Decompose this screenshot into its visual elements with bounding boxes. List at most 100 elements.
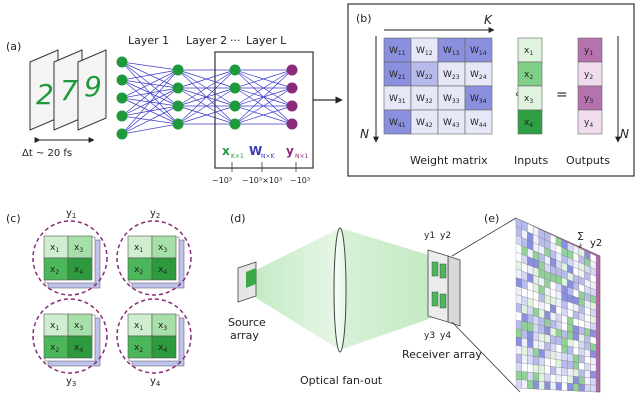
panel-label-b: (b) [356, 12, 372, 25]
heatmap-cell [538, 316, 545, 327]
neuron-node [229, 64, 241, 76]
tile-cell-label: x1 [50, 243, 59, 254]
heatmap-cell [578, 326, 585, 336]
heatmap-cell [573, 332, 579, 342]
digit-frame-3 [77, 49, 107, 131]
weight-cell-label: W44 [470, 118, 487, 129]
heatmap-cell [533, 372, 539, 382]
w-matrix-sub: N×K [261, 153, 276, 160]
heatmap-cell [527, 297, 534, 308]
heatmap-cell [590, 350, 597, 359]
neuron-node [172, 118, 184, 130]
weight-cell-label: W34 [470, 94, 487, 105]
heatmap-cell [521, 304, 528, 315]
weight-cell [410, 85, 439, 111]
heatmap-cell [521, 363, 528, 373]
heatmap-cell [515, 294, 522, 305]
weight-cell-label: W43 [443, 118, 460, 129]
receiver-heatmap [515, 217, 601, 393]
w-matrix-label: W [249, 144, 262, 158]
network-edge [121, 61, 179, 71]
heatmap-cell [521, 354, 528, 364]
network-edge [121, 87, 179, 135]
heatmap-cell [584, 349, 591, 358]
heatmap-cell [578, 333, 585, 343]
input-cell [517, 109, 543, 135]
recv-label-y2: y2 [440, 231, 451, 241]
layer-l-label: Layer L [246, 34, 287, 47]
heatmap-cell [555, 336, 562, 346]
weight-cell-label: W21 [389, 70, 406, 81]
receiver-label: Receiver array [402, 348, 482, 361]
heatmap-cell [544, 326, 551, 336]
weight-cell-label: W41 [389, 118, 406, 129]
source-label-2: array [230, 329, 259, 342]
last-layer-box [214, 51, 314, 169]
heatmap-cell [538, 324, 545, 335]
input-cell-label: x3 [524, 94, 533, 105]
tile-group-circle [116, 298, 192, 374]
source-array [237, 261, 257, 303]
tile-output-label: y1 [66, 208, 76, 220]
weight-cell [464, 85, 493, 111]
tile-group-circle [32, 298, 108, 374]
network-edge [234, 69, 293, 89]
weight-cell-label: W42 [416, 118, 433, 129]
heatmap-cell [527, 314, 534, 324]
tile-cell-label: x4 [74, 343, 83, 354]
heatmap-cell [584, 356, 591, 365]
output-cell-label: y3 [584, 94, 593, 105]
input-cell-label: x1 [524, 46, 533, 57]
heatmap-cell [561, 344, 568, 354]
tile-cell-label: x4 [74, 265, 83, 276]
heatmap-cell [567, 345, 574, 355]
weight-cell-label: W32 [416, 94, 433, 105]
heatmap-cell [533, 356, 539, 366]
weight-cell [437, 109, 466, 135]
heatmap-cell [567, 375, 574, 384]
heatmap-cell [533, 307, 539, 318]
heatmap-cell [578, 383, 585, 392]
heatmap-cell [584, 334, 591, 344]
heatmap-cell [578, 355, 585, 364]
heatmap-cell [521, 379, 528, 389]
tile-cell-label: x3 [74, 243, 83, 254]
heatmap-cell [533, 364, 539, 374]
heatmap-cell [578, 369, 585, 378]
neuron-node [172, 64, 184, 76]
heatmap-cell [550, 381, 557, 391]
heatmap-cell [515, 353, 522, 364]
heatmap-cell [544, 365, 551, 375]
panel-label-a: (a) [6, 40, 21, 53]
heatmap-cell [584, 341, 591, 351]
heatmap-cell [544, 349, 551, 359]
tile-cell-label: x3 [158, 321, 167, 332]
heatmap-cell [550, 335, 557, 345]
heatmap-cell [573, 376, 579, 385]
heatmap-cell [544, 310, 551, 320]
network-edge [177, 69, 236, 125]
dim-y-label: ~10³ [290, 176, 310, 185]
heatmap-cell [527, 322, 534, 333]
weight-cell [437, 37, 466, 63]
heatmap-cell [555, 374, 562, 383]
network-edge [177, 105, 236, 125]
sum-output-label: y2 [590, 238, 602, 249]
neural-network [116, 56, 298, 140]
neuron-node [229, 100, 241, 112]
heatmap-cell [567, 368, 574, 377]
heatmap-cell [573, 346, 579, 356]
weight-cell [383, 109, 412, 135]
tile-output-label: y4 [150, 376, 161, 388]
heatmap-cell [533, 315, 539, 326]
tile-cell-label: x4 [158, 343, 167, 354]
heatmap-cell [521, 371, 528, 381]
panel-label-e: (e) [484, 212, 499, 225]
network-edge [121, 69, 179, 81]
neuron-node [172, 82, 184, 94]
input-cell [517, 85, 543, 111]
heatmap-cell [584, 327, 591, 337]
heatmap-cell [561, 314, 568, 325]
